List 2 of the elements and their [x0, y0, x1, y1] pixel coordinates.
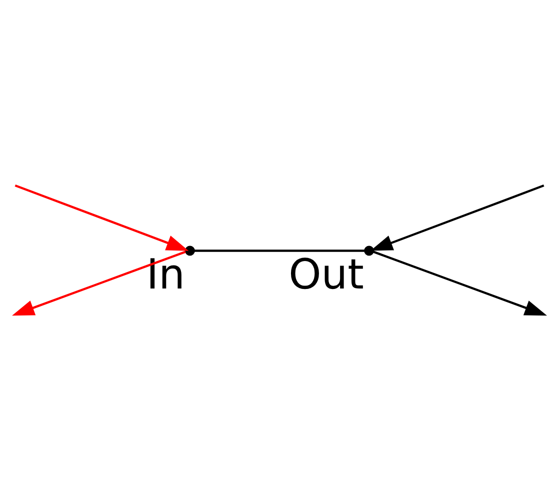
node-label: Out [288, 248, 364, 298]
node-label: In [146, 248, 185, 298]
